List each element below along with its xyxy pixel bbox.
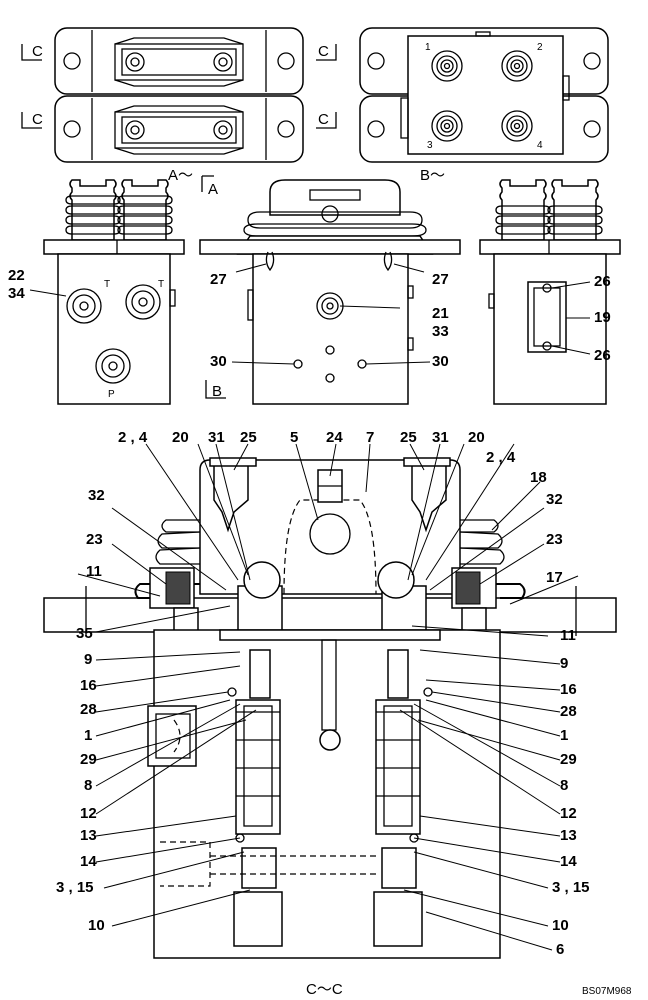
callout-29: 29 — [80, 751, 97, 768]
callout-35: 35 — [76, 625, 93, 642]
callout-18: 18 — [530, 469, 547, 486]
section-label-c: C — [32, 111, 43, 128]
callout-30: 30 — [432, 353, 449, 370]
callout-5: 5 — [290, 429, 298, 446]
callout-3-15: 3 , 15 — [552, 879, 590, 896]
view-b-caption: B～ — [420, 167, 445, 184]
callout-2-4: 2 , 4 — [486, 449, 516, 466]
callout-27: 27 — [210, 271, 227, 288]
section-c-c — [43, 457, 617, 959]
callout-21: 21 — [432, 305, 449, 322]
port-t-label: T — [104, 279, 110, 290]
section-label-c: C — [32, 43, 43, 60]
view-b-top: 1 2 3 4 B～ — [359, 27, 609, 184]
port-t-label: T — [158, 279, 164, 290]
section-label-c: C — [318, 111, 329, 128]
callout-8: 8 — [84, 777, 92, 794]
callout-25: 25 — [400, 429, 417, 446]
callout-32: 32 — [88, 487, 105, 504]
right-side-view — [479, 179, 621, 405]
callout-13: 13 — [560, 827, 577, 844]
callout-25: 25 — [240, 429, 257, 446]
callout-23: 23 — [546, 531, 563, 548]
callout-19: 19 — [594, 309, 611, 326]
leader-lines — [77, 443, 579, 951]
port-p-label: P — [108, 389, 115, 400]
callout-11: 11 — [560, 627, 576, 644]
callout-labels: 22 34 27 27 21 33 30 30 26 19 26 2 , 4 2… — [8, 267, 611, 958]
callout-12: 12 — [560, 805, 577, 822]
callout-9: 9 — [560, 655, 568, 672]
callout-24: 24 — [326, 429, 343, 446]
callout-26: 26 — [594, 347, 611, 364]
callout-31: 31 — [432, 429, 449, 446]
callout-27: 27 — [432, 271, 449, 288]
section-c-c-caption: C～C — [306, 981, 343, 998]
section-label-b: B — [212, 383, 222, 400]
callout-1: 1 — [84, 727, 92, 744]
port-number-4: 4 — [537, 140, 543, 151]
callout-31: 31 — [208, 429, 225, 446]
callout-6: 6 — [556, 941, 564, 958]
port-number-1: 1 — [425, 42, 431, 53]
callout-23: 23 — [86, 531, 103, 548]
left-side-view: T T P — [29, 179, 185, 405]
callout-30: 30 — [210, 353, 227, 370]
callout-29: 29 — [560, 751, 577, 768]
callout-26: 26 — [594, 273, 611, 290]
callout-10: 10 — [88, 917, 105, 934]
callout-12: 12 — [80, 805, 97, 822]
callout-3-15: 3 , 15 — [56, 879, 94, 896]
section-label-c: C — [318, 43, 329, 60]
drawing-code: BS07M968 — [582, 986, 632, 997]
port-fitting — [431, 50, 533, 142]
callout-13: 13 — [80, 827, 97, 844]
callout-33: 33 — [432, 323, 449, 340]
section-label-a: A — [208, 181, 218, 198]
callout-16: 16 — [80, 677, 97, 694]
callout-8: 8 — [560, 777, 568, 794]
callout-16: 16 — [560, 681, 577, 698]
callout-10: 10 — [552, 917, 569, 934]
view-a-top: C C C C A～ A — [21, 27, 337, 198]
callout-32: 32 — [546, 491, 563, 508]
callout-7: 7 — [366, 429, 374, 446]
port-number-2: 2 — [537, 42, 543, 53]
front-view: B — [199, 179, 461, 405]
callout-14: 14 — [560, 853, 577, 870]
callout-20: 20 — [468, 429, 485, 446]
callout-34: 34 — [8, 285, 25, 302]
callout-1: 1 — [560, 727, 568, 744]
callout-14: 14 — [80, 853, 97, 870]
callout-9: 9 — [84, 651, 92, 668]
callout-28: 28 — [80, 701, 97, 718]
callout-2-4: 2 , 4 — [118, 429, 148, 446]
callout-22: 22 — [8, 267, 25, 284]
view-a-caption: A～ — [168, 167, 193, 184]
port-number-3: 3 — [427, 140, 433, 151]
callout-17: 17 — [546, 569, 563, 586]
callout-28: 28 — [560, 703, 577, 720]
callout-20: 20 — [172, 429, 189, 446]
callout-11: 11 — [86, 563, 102, 580]
